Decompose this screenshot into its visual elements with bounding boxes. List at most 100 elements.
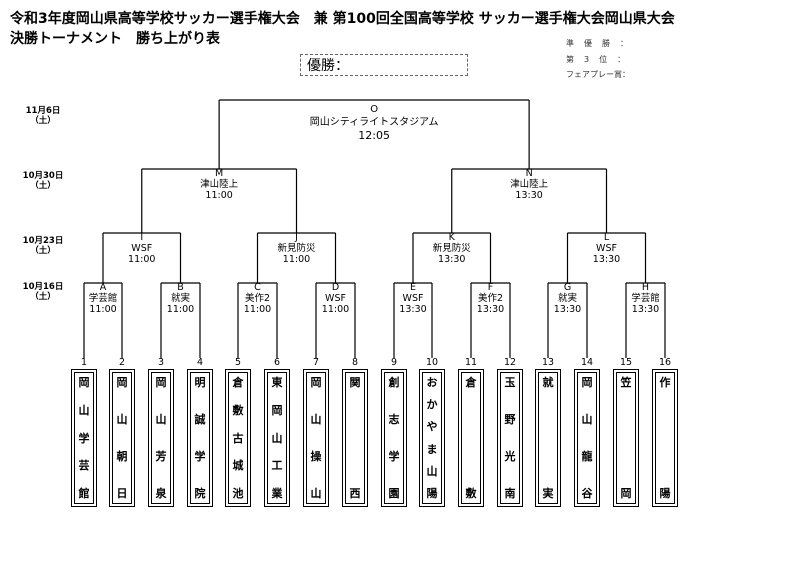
team-name-char: 関 bbox=[349, 376, 361, 389]
date-text: 10月16日 bbox=[22, 282, 64, 292]
team-name-char: 敷 bbox=[465, 487, 477, 500]
match-id: B bbox=[177, 282, 184, 293]
match-venue: WSF bbox=[325, 293, 346, 304]
seed-number: 8 bbox=[351, 357, 359, 368]
match-venue: WSF bbox=[402, 293, 424, 304]
team-name-char: 朝 bbox=[116, 450, 128, 463]
team-name: 倉敷古城池 bbox=[228, 372, 248, 504]
date-text: 10月30日 bbox=[22, 171, 64, 181]
seed-number: 13 bbox=[541, 357, 555, 368]
team-name-char: 野 bbox=[504, 413, 516, 426]
team-box: 倉敷 bbox=[458, 369, 484, 507]
team-name-char: 岡 bbox=[78, 376, 90, 389]
team-name-char: 岡 bbox=[271, 403, 283, 417]
team-name-char: 南 bbox=[504, 487, 516, 500]
team-name-char: お bbox=[426, 376, 438, 389]
team-name-char: 学 bbox=[78, 431, 90, 445]
match-venue: WSF bbox=[131, 243, 153, 254]
team-name: 笠岡 bbox=[616, 372, 636, 504]
team-name-char: 谷 bbox=[581, 487, 593, 500]
team-name-char: 園 bbox=[388, 487, 400, 500]
match-id: K bbox=[448, 232, 455, 243]
team-name-char: 作 bbox=[659, 376, 671, 389]
match-id: H bbox=[641, 282, 650, 293]
match-venue: 新見防災 bbox=[277, 243, 316, 254]
team-name: 玉野光南 bbox=[500, 372, 520, 504]
team-name: 就実 bbox=[538, 372, 558, 504]
team-name-char: 実 bbox=[542, 487, 554, 500]
team-name-char: 山 bbox=[116, 413, 128, 426]
day-text: （土） bbox=[30, 246, 56, 256]
team-name-char: 池 bbox=[232, 487, 244, 500]
match-id: I bbox=[140, 232, 144, 243]
seed-number: 14 bbox=[580, 357, 594, 368]
match-time: 11:00 bbox=[243, 304, 272, 315]
match-id: N bbox=[525, 168, 533, 179]
match-time: 11:00 bbox=[205, 190, 233, 201]
team-name-char: 誠 bbox=[194, 413, 206, 426]
match-venue: 就実 bbox=[557, 293, 577, 304]
seed-number: 5 bbox=[234, 357, 242, 368]
round-date: 10月23日（土） bbox=[18, 236, 68, 256]
match-id: J bbox=[295, 232, 298, 243]
team-name-char: 古 bbox=[232, 431, 244, 445]
team-name-char: 岡 bbox=[155, 376, 167, 389]
team-name-char: 山 bbox=[310, 487, 322, 500]
team-name-char: 日 bbox=[116, 487, 128, 500]
team-name-char: 山 bbox=[310, 413, 322, 426]
team-name-char: 泉 bbox=[155, 487, 167, 500]
match-id: E bbox=[409, 282, 416, 293]
team-box: 玉野光南 bbox=[497, 369, 523, 507]
bracket-subtitle: 決勝トーナメント 勝ち上がり表 bbox=[10, 31, 220, 47]
team-box: 岡山龍谷 bbox=[574, 369, 600, 507]
seed-number: 3 bbox=[157, 357, 165, 368]
match-venue: 就実 bbox=[170, 293, 190, 304]
team-name-char: 西 bbox=[349, 487, 361, 500]
match-time: 13:30 bbox=[515, 190, 543, 201]
match-venue: 新見防災 bbox=[432, 243, 471, 254]
match-venue: 美作2 bbox=[477, 293, 504, 304]
match-time: 13:30 bbox=[399, 304, 427, 315]
team-name-char: 岡 bbox=[116, 376, 128, 389]
runner-up-label: 準 優 勝 ： bbox=[566, 39, 629, 48]
team-name-char: 芸 bbox=[78, 459, 90, 473]
team-name-char: 院 bbox=[194, 487, 206, 500]
match-time: 13:30 bbox=[553, 304, 582, 315]
day-text: （土） bbox=[30, 292, 56, 302]
team-name-char: 岡 bbox=[581, 376, 593, 389]
team-name: 岡山芳泉 bbox=[151, 372, 171, 504]
team-name-char: ま bbox=[426, 442, 438, 456]
team-name-char: 操 bbox=[310, 450, 322, 463]
team-box: 明誠学院 bbox=[187, 369, 213, 507]
team-name-char: や bbox=[426, 420, 438, 434]
team-name-char: 岡 bbox=[310, 376, 322, 389]
match-time: 13:30 bbox=[631, 304, 660, 315]
team-box: 作陽 bbox=[652, 369, 678, 507]
match-time: 11:00 bbox=[282, 254, 311, 265]
team-name-char: 創 bbox=[388, 376, 400, 389]
team-name: 作陽 bbox=[655, 372, 675, 504]
seed-number: 12 bbox=[503, 357, 517, 368]
day-text: （土） bbox=[30, 116, 56, 126]
match-venue: 津山陸上 bbox=[510, 179, 549, 190]
seed-number: 10 bbox=[425, 357, 439, 368]
team-name-char: 山 bbox=[155, 413, 167, 426]
seed-number: 1 bbox=[80, 357, 88, 368]
round-date: 10月16日（土） bbox=[18, 282, 68, 302]
seed-number: 15 bbox=[619, 357, 633, 368]
team-name-char: 山 bbox=[426, 464, 438, 478]
match-id: L bbox=[603, 232, 610, 243]
team-name-char: 山 bbox=[78, 403, 90, 417]
team-name-char: 学 bbox=[388, 450, 400, 463]
team-box: おかやま山陽 bbox=[419, 369, 445, 507]
team-name-char: 芳 bbox=[155, 450, 167, 463]
team-box: 笠岡 bbox=[613, 369, 639, 507]
team-name-char: 敷 bbox=[232, 403, 244, 417]
team-box: 就実 bbox=[535, 369, 561, 507]
